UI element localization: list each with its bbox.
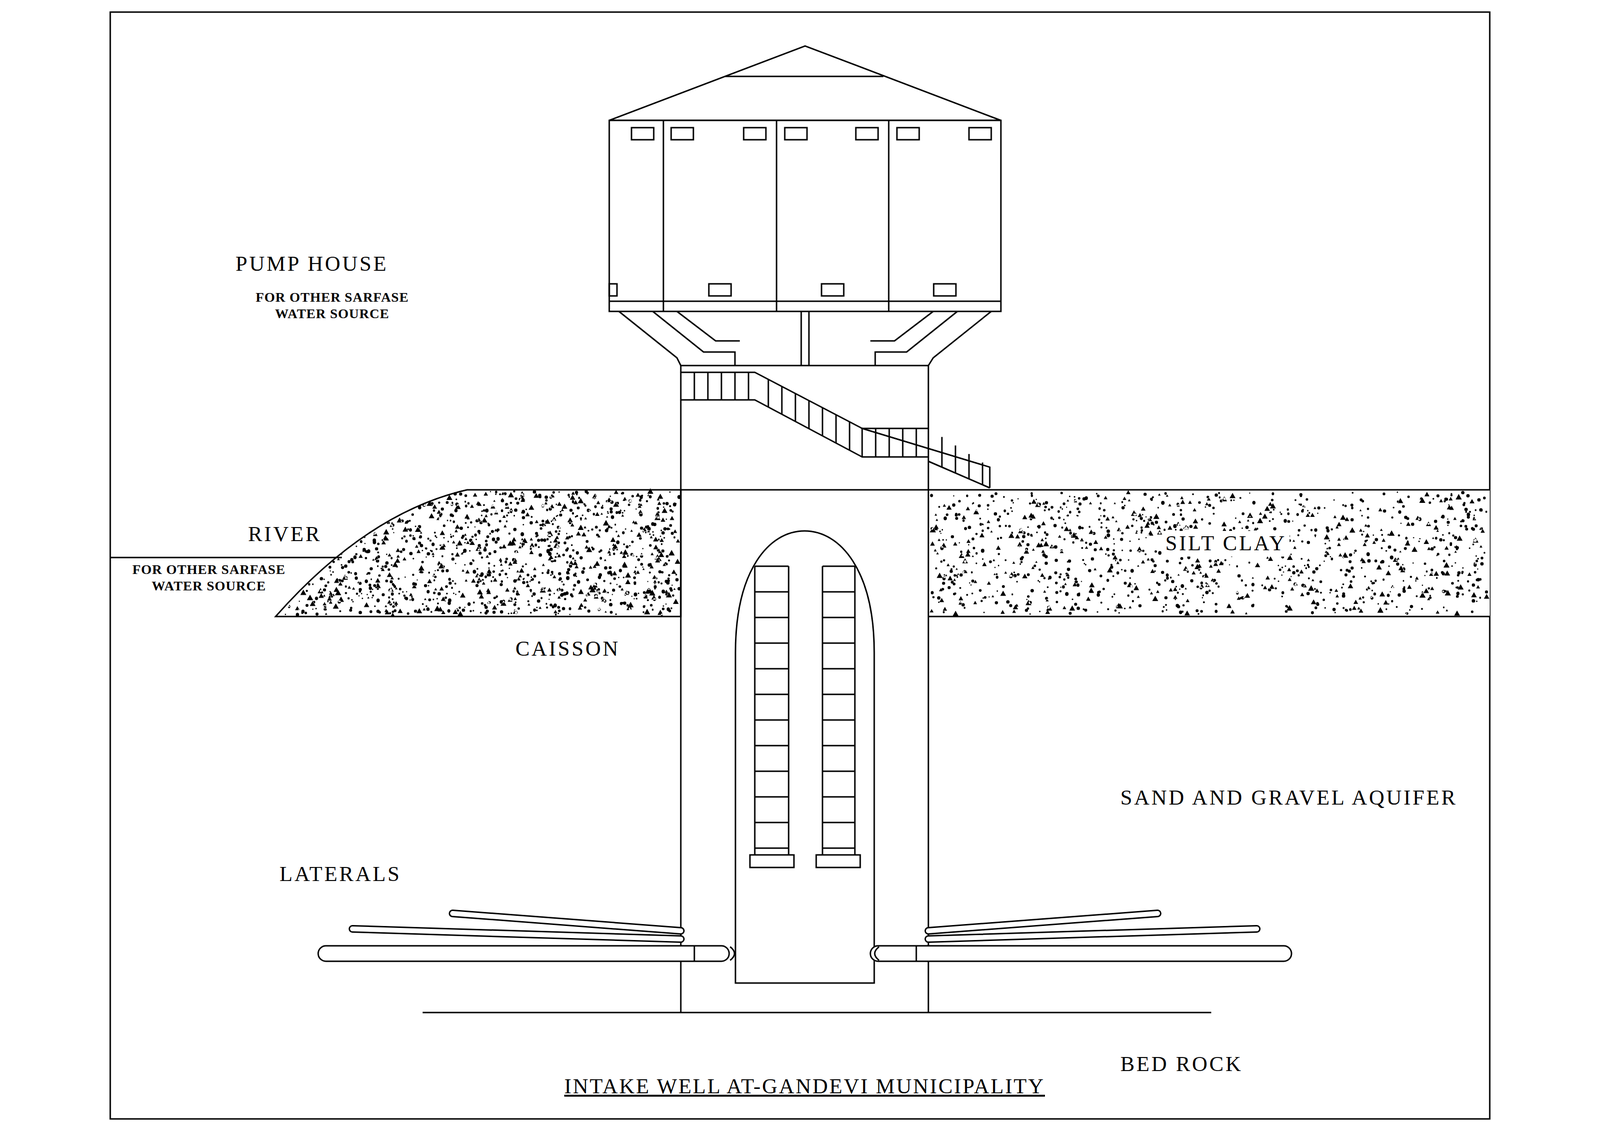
pump-house-supports	[618, 311, 992, 366]
pump-house	[609, 120, 1001, 312]
bed-rock-line	[422, 1012, 1212, 1014]
river-line	[110, 557, 342, 559]
note-label: FOR OTHER SARFASE WATER SOURCE	[124, 561, 294, 594]
part-label: CAISSON	[515, 636, 620, 662]
sheet-frame	[110, 12, 1490, 1119]
part-label: LATERALS	[279, 861, 402, 888]
pump-house-roof	[609, 45, 1001, 121]
process-label: PUMP HOUSE	[235, 251, 389, 278]
layer-label: SAND AND GRAVEL AQUIFER	[1120, 785, 1458, 811]
river-label: RIVER	[248, 521, 322, 548]
caisson	[680, 365, 929, 1013]
layer-label: SILT CLAY	[1162, 530, 1290, 557]
drawing-title: INTAKE WELL AT-GANDEVI MUNICIPALITY	[564, 1073, 1045, 1100]
ladder	[749, 566, 861, 868]
silt-clay-layer	[275, 488, 1490, 617]
laterals	[318, 913, 1292, 962]
layer-label: BED ROCK	[1120, 1051, 1243, 1078]
note-label: FOR OTHER SARFASE WATER SOURCE	[247, 289, 417, 322]
staircase	[680, 372, 990, 488]
